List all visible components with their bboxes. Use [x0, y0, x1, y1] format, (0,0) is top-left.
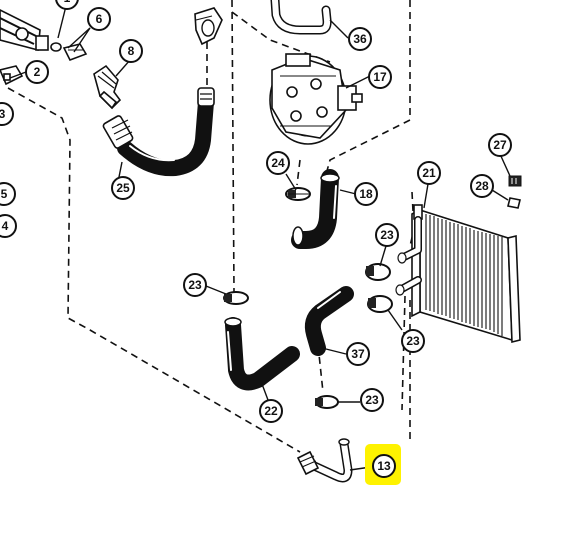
hose-clamp-23-bottom [315, 395, 339, 409]
svg-text:13: 13 [377, 459, 391, 473]
svg-text:8: 8 [128, 44, 135, 58]
svg-text:18: 18 [359, 187, 373, 201]
callout-25: 25 [111, 176, 135, 200]
callout-23-right: 23 [401, 329, 425, 353]
svg-text:22: 22 [264, 404, 278, 418]
callout-21: 21 [417, 161, 441, 185]
callout-17: 17 [368, 65, 392, 89]
svg-text:2: 2 [34, 65, 41, 79]
svg-text:4: 4 [2, 219, 9, 233]
callout-3: 3 [0, 102, 14, 126]
hose-clamp-23-lower [367, 295, 393, 313]
callout-27: 27 [488, 133, 512, 157]
compressor-17 [269, 53, 363, 145]
callout-8: 8 [119, 39, 143, 63]
clip-27 [508, 175, 522, 187]
callout-23-left: 23 [183, 273, 207, 297]
svg-text:25: 25 [116, 181, 130, 195]
svg-text:21: 21 [422, 166, 436, 180]
callout-6: 6 [87, 7, 111, 31]
heater-core-fins [425, 214, 503, 336]
svg-text:28: 28 [475, 179, 489, 193]
callout-37: 37 [346, 342, 370, 366]
callout-23-upper: 23 [375, 223, 399, 247]
svg-text:17: 17 [373, 70, 387, 84]
hose-18 [291, 169, 340, 249]
leader-lines [9, 5, 511, 471]
hose-25 [102, 87, 215, 177]
dashed-connection-lines [7, 0, 416, 453]
svg-text:36: 36 [353, 32, 367, 46]
callout-23-bottom: 23 [360, 388, 384, 412]
hose-clamp-24 [285, 187, 311, 201]
callout-1: 1 [55, 0, 79, 10]
hose-clamp-23-left [223, 291, 249, 305]
top-elbow-fitting [194, 7, 223, 46]
hose-clamp-23-upper [365, 263, 391, 281]
tube-13 [296, 438, 353, 483]
seal-28 [507, 197, 521, 209]
svg-text:1: 1 [64, 0, 71, 5]
svg-text:37: 37 [351, 347, 365, 361]
callouts: 1 2 3 4 5 6 8 13 [0, 0, 512, 478]
svg-text:23: 23 [406, 334, 420, 348]
callout-4: 4 [0, 214, 17, 238]
hose-22 [224, 317, 300, 391]
callout-13: 13 [372, 454, 396, 478]
svg-text:27: 27 [493, 138, 507, 152]
svg-text:5: 5 [1, 187, 8, 201]
callout-2: 2 [25, 60, 49, 84]
callout-5: 5 [0, 182, 16, 206]
svg-text:3: 3 [0, 107, 6, 121]
callout-28: 28 [470, 174, 494, 198]
svg-text:23: 23 [380, 228, 394, 242]
callout-18: 18 [354, 182, 378, 206]
heater-core-21 [395, 204, 521, 344]
svg-text:24: 24 [271, 156, 285, 170]
hose-37 [304, 286, 354, 356]
callout-24: 24 [266, 151, 290, 175]
top-left-fitting-assembly [0, 9, 88, 86]
elbow-fitting-8 [93, 64, 122, 110]
callout-36: 36 [348, 27, 372, 51]
svg-text:23: 23 [365, 393, 379, 407]
svg-text:6: 6 [96, 12, 103, 26]
svg-text:23: 23 [188, 278, 202, 292]
callout-22: 22 [259, 399, 283, 423]
tube-36 [270, 0, 332, 35]
